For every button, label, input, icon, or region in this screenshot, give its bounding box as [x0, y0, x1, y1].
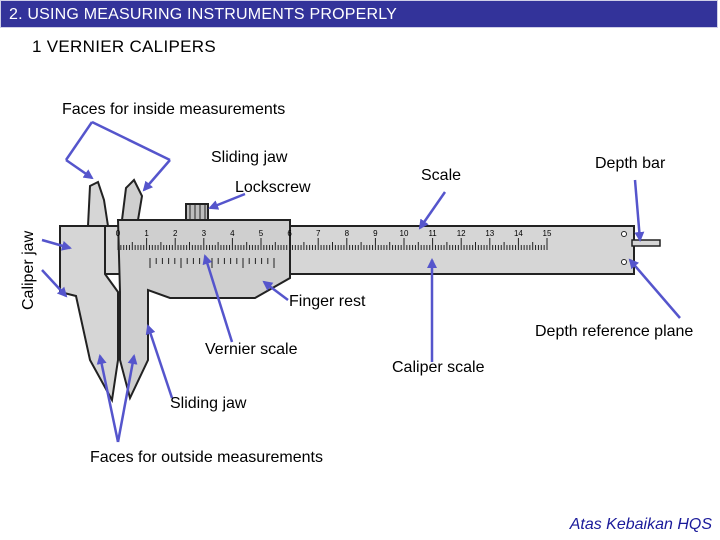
header-bar: 2. USING MEASURING INSTRUMENTS PROPERLY — [0, 0, 718, 28]
scale-number: 15 — [543, 229, 552, 238]
label-caliper-scale: Caliper scale — [392, 359, 485, 376]
label-depth-bar: Depth bar — [595, 155, 666, 172]
arrow-depth-reference — [628, 258, 681, 319]
scale-number: 3 — [202, 229, 207, 238]
arrow-faces-inside-right — [91, 120, 171, 162]
scale-number: 6 — [287, 229, 292, 238]
subtitle: 1 VERNIER CALIPERS — [32, 37, 216, 56]
scale-number: 8 — [345, 229, 350, 238]
arrow-vernier-scale — [202, 254, 234, 343]
sliding-inside-jaw — [120, 178, 144, 221]
arrow-faces-outside-left — [96, 354, 120, 443]
depth-bar-tip — [631, 239, 661, 247]
arrow-finger-rest — [262, 280, 289, 301]
label-sliding-jaw-bottom: Sliding jaw — [170, 395, 247, 412]
lockscrew — [185, 203, 209, 221]
label-caliper-jaw: Caliper jaw — [20, 230, 37, 310]
scale-number: 13 — [485, 229, 494, 238]
arrow-faces-inside-left — [64, 121, 94, 161]
scale-number: 12 — [457, 229, 466, 238]
arrow-caliper-jaw — [41, 238, 72, 251]
label-sliding-jaw-top: Sliding jaw — [211, 149, 288, 166]
main-scale-ticks — [117, 238, 548, 250]
arrow-depth-bar — [633, 179, 645, 242]
label-faces-inside: Faces for inside measurements — [62, 101, 286, 118]
arrow-caliper-jaw-b — [41, 269, 68, 298]
scale-number: 5 — [259, 229, 264, 238]
scale-number: 7 — [316, 229, 321, 238]
fixed-inside-jaw — [86, 180, 110, 227]
arrow-lockscrew — [208, 192, 246, 210]
arrows — [41, 120, 681, 443]
label-lockscrew: Lockscrew — [235, 179, 311, 196]
scale-number: 2 — [173, 229, 178, 238]
scale-number: 4 — [230, 229, 235, 238]
arrow-scale — [418, 191, 447, 230]
arrow-faces-outside-right — [116, 354, 138, 443]
header-title: 2. USING MEASURING INSTRUMENTS PROPERLY — [9, 6, 398, 23]
scale-number: 14 — [514, 229, 523, 238]
label-depth-reference-plane: Depth reference plane — [535, 323, 694, 340]
sliding-head — [116, 219, 291, 401]
footer-credit: Atas Kebaikan HQS — [569, 516, 712, 533]
scale-number: 10 — [400, 229, 409, 238]
scale-number: 11 — [428, 229, 437, 238]
label-scale: Scale — [421, 167, 462, 184]
label-faces-outside: Faces for outside measurements — [90, 449, 323, 466]
label-finger-rest: Finger rest — [289, 293, 366, 310]
arrow-faces-inside-left-b — [65, 158, 94, 180]
scale-number: 0 — [116, 229, 121, 238]
arrow-faces-inside-right-b — [142, 159, 171, 192]
arrow-sliding-jaw-bottom — [145, 324, 174, 399]
scale-number: 1 — [144, 229, 149, 238]
scale-number: 9 — [373, 229, 378, 238]
label-vernier-scale: Vernier scale — [205, 341, 298, 358]
